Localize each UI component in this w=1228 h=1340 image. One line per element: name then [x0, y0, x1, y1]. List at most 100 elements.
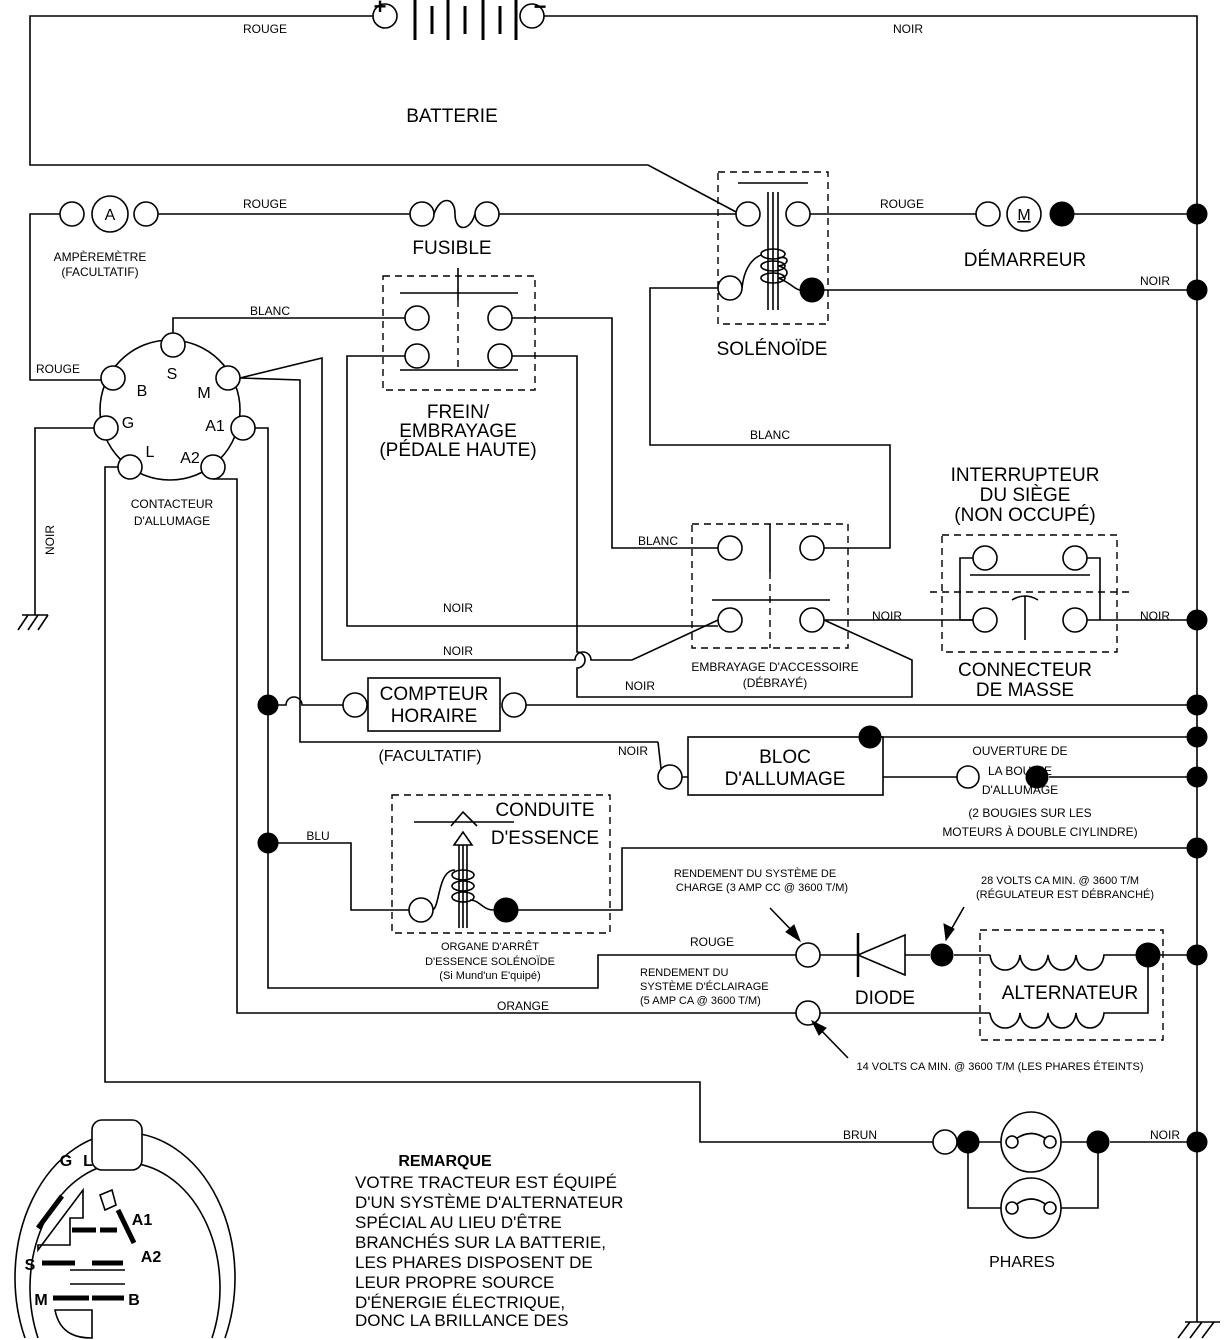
- diode-label: DIODE: [855, 988, 915, 1009]
- voltage-note: 14 VOLTS CA MIN. @ 3600 T/M (LES PHARES …: [856, 1060, 1143, 1073]
- note-line: LEUR PROPRE SOURCE: [355, 1273, 554, 1292]
- module-label: BLOC: [759, 747, 811, 768]
- wire-label: NOIR: [443, 644, 473, 658]
- note: REMARQUE VOTRE TRACTEUR EST ÉQUIPÉ D'UN …: [355, 1153, 623, 1330]
- ammeter-label: AMPÈREMÈTRE: [54, 249, 147, 264]
- voltage-note: 28 VOLTS CA MIN. @ 3600 T/M: [981, 875, 1139, 887]
- fuse: FUSIBLE: [409, 199, 500, 259]
- brake-switch: FREIN/ EMBRAYAGE (PÉDALE HAUTE) BLANC NO…: [346, 268, 913, 698]
- note-line: D'UN SYSTÈME D'ALTERNATEUR: [355, 1193, 623, 1212]
- minus-sign: −: [534, 0, 547, 19]
- brake-label: (PÉDALE HAUTE): [379, 440, 536, 461]
- key-label: B: [128, 1292, 140, 1309]
- seat-label: CONNECTEUR: [958, 660, 1092, 681]
- wire-label: BLANC: [638, 534, 678, 548]
- key-label: M: [34, 1292, 47, 1309]
- plus-sign: +: [374, 0, 387, 19]
- battery-label: BATTERIE: [406, 106, 498, 127]
- battery: + − BATTERIE ROUGE NOIR: [29, 0, 923, 214]
- pto-label: EMBRAYAGE D'ACCESSOIRE: [691, 660, 858, 674]
- hour-meter: COMPTEUR HORAIRE (FACULTATIF): [278, 677, 1187, 765]
- switch-label: CONTACTEUR: [131, 497, 214, 511]
- ammeter: A AMPÈREMÈTRE (FACULTATIF) ROUGE ROUGE: [29, 195, 736, 381]
- spark-plug-label: D'ALLUMAGE: [982, 783, 1058, 797]
- hour-meter-label: HORAIRE: [391, 706, 478, 727]
- headlights-label: PHARES: [989, 1254, 1055, 1271]
- voltage-note: (RÉGULATEUR EST DÉBRANCHÉ): [976, 888, 1154, 901]
- wire-label: NOIR: [872, 609, 902, 623]
- wire-label: ROUGE: [243, 22, 287, 36]
- terminal-label: B: [137, 383, 148, 400]
- solenoid-label: SOLÉNOÏDE: [717, 339, 828, 360]
- lighting-note: SYSTÈME D'ÉCLAIRAGE: [640, 980, 769, 993]
- note-line: LES PHARES DISPOSENT DE: [355, 1253, 593, 1272]
- spark-plug-label: LA BOUGIE: [988, 764, 1052, 778]
- brake-label: FREIN/: [427, 402, 490, 423]
- wire-label: BLU: [306, 829, 329, 843]
- seat-label: DE MASSE: [976, 680, 1074, 701]
- wire-label: NOIR: [1150, 1128, 1180, 1142]
- wire-label: NOIR: [625, 679, 655, 693]
- key-switch-diagram: G L A1 A2 S M B: [14, 1119, 236, 1339]
- note-line: D'ÉNERGIE ÉLECTRIQUE,: [355, 1293, 565, 1312]
- seat-switch: INTERRUPTEUR DU SIÈGE (NON OCCUPÉ) CONNE…: [930, 465, 1187, 701]
- module-label: D'ALLUMAGE: [725, 769, 846, 790]
- terminal-label: A1: [205, 418, 225, 435]
- wire-label: ROUGE: [243, 197, 287, 211]
- hour-meter-note: (FACULTATIF): [378, 748, 481, 765]
- wire-label: ROUGE: [36, 362, 80, 376]
- fuel-solenoid: CONDUITE D'ESSENCE BLU ORGANE D'ARRÊT D'…: [278, 794, 1187, 982]
- ignition-module: BLOC D'ALLUMAGE NOIR OUVERTURE DE LA BOU…: [618, 725, 1187, 839]
- key-label: A2: [141, 1249, 162, 1266]
- ammeter-note: (FACULTATIF): [61, 265, 138, 279]
- fuel-title: D'ESSENCE: [491, 828, 599, 849]
- wire-label: NOIR: [1140, 274, 1170, 288]
- wire-label: NOIR: [443, 601, 473, 615]
- spark-plug-label: OUVERTURE DE: [972, 744, 1067, 758]
- starter-symbol: M: [1017, 207, 1030, 224]
- fuel-label: (Si Mund'un E'quipé): [439, 970, 540, 982]
- ground-rail: [544, 15, 1220, 1339]
- ammeter-symbol: A: [105, 207, 116, 224]
- terminal-label: A2: [180, 450, 200, 467]
- ignition-switch: B S M G A1 L A2 CONTACTEUR D'ALLUMAGE NO…: [17, 304, 933, 1143]
- terminal-label: M: [197, 385, 210, 402]
- wire-label: BRUN: [843, 1128, 877, 1142]
- wire-label: NOIR: [618, 744, 648, 758]
- fuel-title: CONDUITE: [495, 800, 594, 821]
- spark-plug-label: MOTEURS À DOUBLE CIYLINDRE): [942, 824, 1137, 839]
- note-line: DONC LA BRILLANCE DES: [355, 1311, 569, 1330]
- pto-label: (DÉBRAYÉ): [743, 675, 807, 690]
- key-label: G: [60, 1153, 72, 1170]
- wire-label: ORANGE: [497, 999, 549, 1013]
- brake-label: EMBRAYAGE: [399, 421, 517, 442]
- terminal-label: S: [167, 366, 178, 383]
- starter-label: DÉMARREUR: [964, 250, 1086, 271]
- wire-label: ROUGE: [690, 935, 734, 949]
- note-line: VOTRE TRACTEUR EST ÉQUIPÉ: [355, 1173, 617, 1192]
- terminal-label: G: [122, 415, 134, 432]
- key-label: L: [83, 1153, 93, 1170]
- seat-title: (NON OCCUPÉ): [954, 505, 1095, 526]
- wire-label: NOIR: [43, 525, 57, 555]
- wire-label: NOIR: [1140, 609, 1170, 623]
- solenoid: SOLÉNOÏDE ROUGE NOIR BLANC: [649, 171, 1187, 549]
- charging-circuit: DIODE ALTERNATEUR ROUGE RENDEMENT DU SYS…: [497, 867, 1187, 1073]
- fuel-label: D'ESSENCE SOLÉNOÏDE: [425, 955, 555, 968]
- note-line: BRANCHÉS SUR LA BATTERIE,: [355, 1233, 606, 1252]
- seat-title: INTERRUPTEUR: [951, 465, 1100, 486]
- lighting-note: (5 AMP CA @ 3600 T/M): [640, 995, 761, 1007]
- wire-label: BLANC: [750, 428, 790, 442]
- wire-label: ROUGE: [880, 197, 924, 211]
- wire-label: BLANC: [250, 304, 290, 318]
- alternator-label: ALTERNATEUR: [1002, 983, 1139, 1004]
- switch-label: D'ALLUMAGE: [134, 514, 210, 528]
- charging-note: RENDEMENT DU SYSTÈME DE: [674, 867, 836, 880]
- note-title: REMARQUE: [398, 1153, 492, 1170]
- key-label: A1: [132, 1212, 153, 1229]
- fuel-label: ORGANE D'ARRÊT: [441, 940, 539, 953]
- terminal-label: L: [146, 444, 155, 461]
- lighting-note: RENDEMENT DU: [640, 967, 728, 979]
- fuse-label: FUSIBLE: [412, 238, 491, 259]
